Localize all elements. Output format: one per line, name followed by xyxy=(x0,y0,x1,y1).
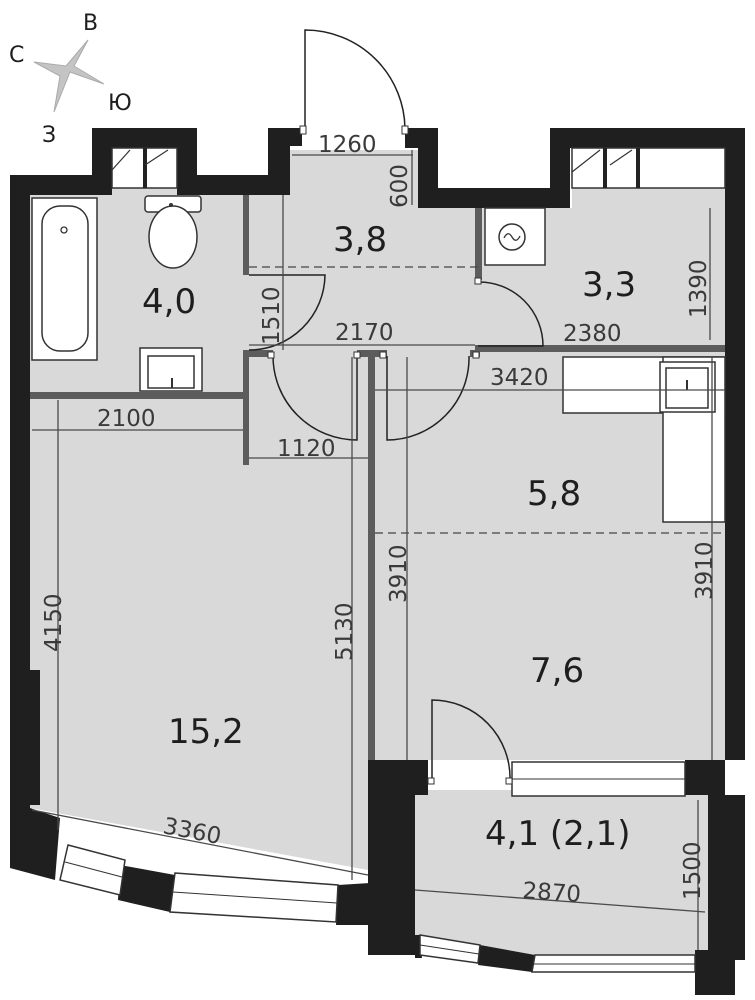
dim-hall-height: 1510 xyxy=(259,286,285,345)
dim-bath-width: 2100 xyxy=(97,406,156,432)
dim-hall-width: 2170 xyxy=(335,320,394,346)
compass-north: С xyxy=(9,43,24,68)
area-kitchen-upper: 5,8 xyxy=(527,474,581,514)
exterior-walls xyxy=(10,128,745,995)
balcony-door xyxy=(431,699,511,781)
area-room: 15,2 xyxy=(168,712,244,752)
laundry-door xyxy=(477,281,544,347)
dim-corridor-width: 1120 xyxy=(277,436,336,462)
floor-main xyxy=(30,150,725,870)
kitchen-door xyxy=(386,355,470,441)
doors xyxy=(248,29,544,781)
dim-kitchen-height-left: 3910 xyxy=(386,544,412,603)
window-balcony-left xyxy=(419,934,481,964)
dim-balcony-width: 2870 xyxy=(522,878,582,908)
dimension-lines xyxy=(31,150,725,950)
area-laundry: 3,3 xyxy=(582,265,636,305)
floor xyxy=(30,150,725,962)
dim-laundry-height: 1390 xyxy=(686,259,712,318)
dim-balcony-depth: 1500 xyxy=(680,841,706,900)
compass-east: В xyxy=(83,11,98,36)
room-labels: 3,8 4,0 3,3 15,2 5,8 7,6 4,1 (2,1) xyxy=(142,220,636,854)
entry-door xyxy=(304,29,406,131)
area-hall: 3,8 xyxy=(333,220,387,260)
dim-laundry-width: 2380 xyxy=(563,321,622,347)
compass: С В Ю З xyxy=(9,11,132,148)
compass-south: Ю xyxy=(108,91,132,116)
fixtures xyxy=(31,195,726,523)
compass-star-icon xyxy=(33,39,105,113)
dim-kitchen-height-right: 3910 xyxy=(692,541,718,600)
area-balcony: 4,1 (2,1) xyxy=(485,814,630,854)
area-kitchen-lower: 7,6 xyxy=(530,651,584,691)
window-room-left xyxy=(59,844,126,896)
windows xyxy=(59,147,726,973)
dim-kitchen-width: 3420 xyxy=(490,365,549,391)
compass-west: З xyxy=(42,123,56,148)
floor-balcony xyxy=(415,790,725,962)
dim-room-height: 4150 xyxy=(41,593,67,652)
dim-entry-depth: 600 xyxy=(387,164,413,208)
bath-door xyxy=(248,274,326,351)
partitions xyxy=(30,195,725,760)
dim-entry-width: 1260 xyxy=(318,132,377,158)
dimension-labels: 1260 600 1510 2170 1390 2380 3420 2100 1… xyxy=(41,132,718,908)
opening-caps xyxy=(267,125,513,785)
dim-room-height-right: 5130 xyxy=(332,602,358,661)
room-door xyxy=(272,355,358,441)
area-bathroom: 4,0 xyxy=(142,282,196,322)
